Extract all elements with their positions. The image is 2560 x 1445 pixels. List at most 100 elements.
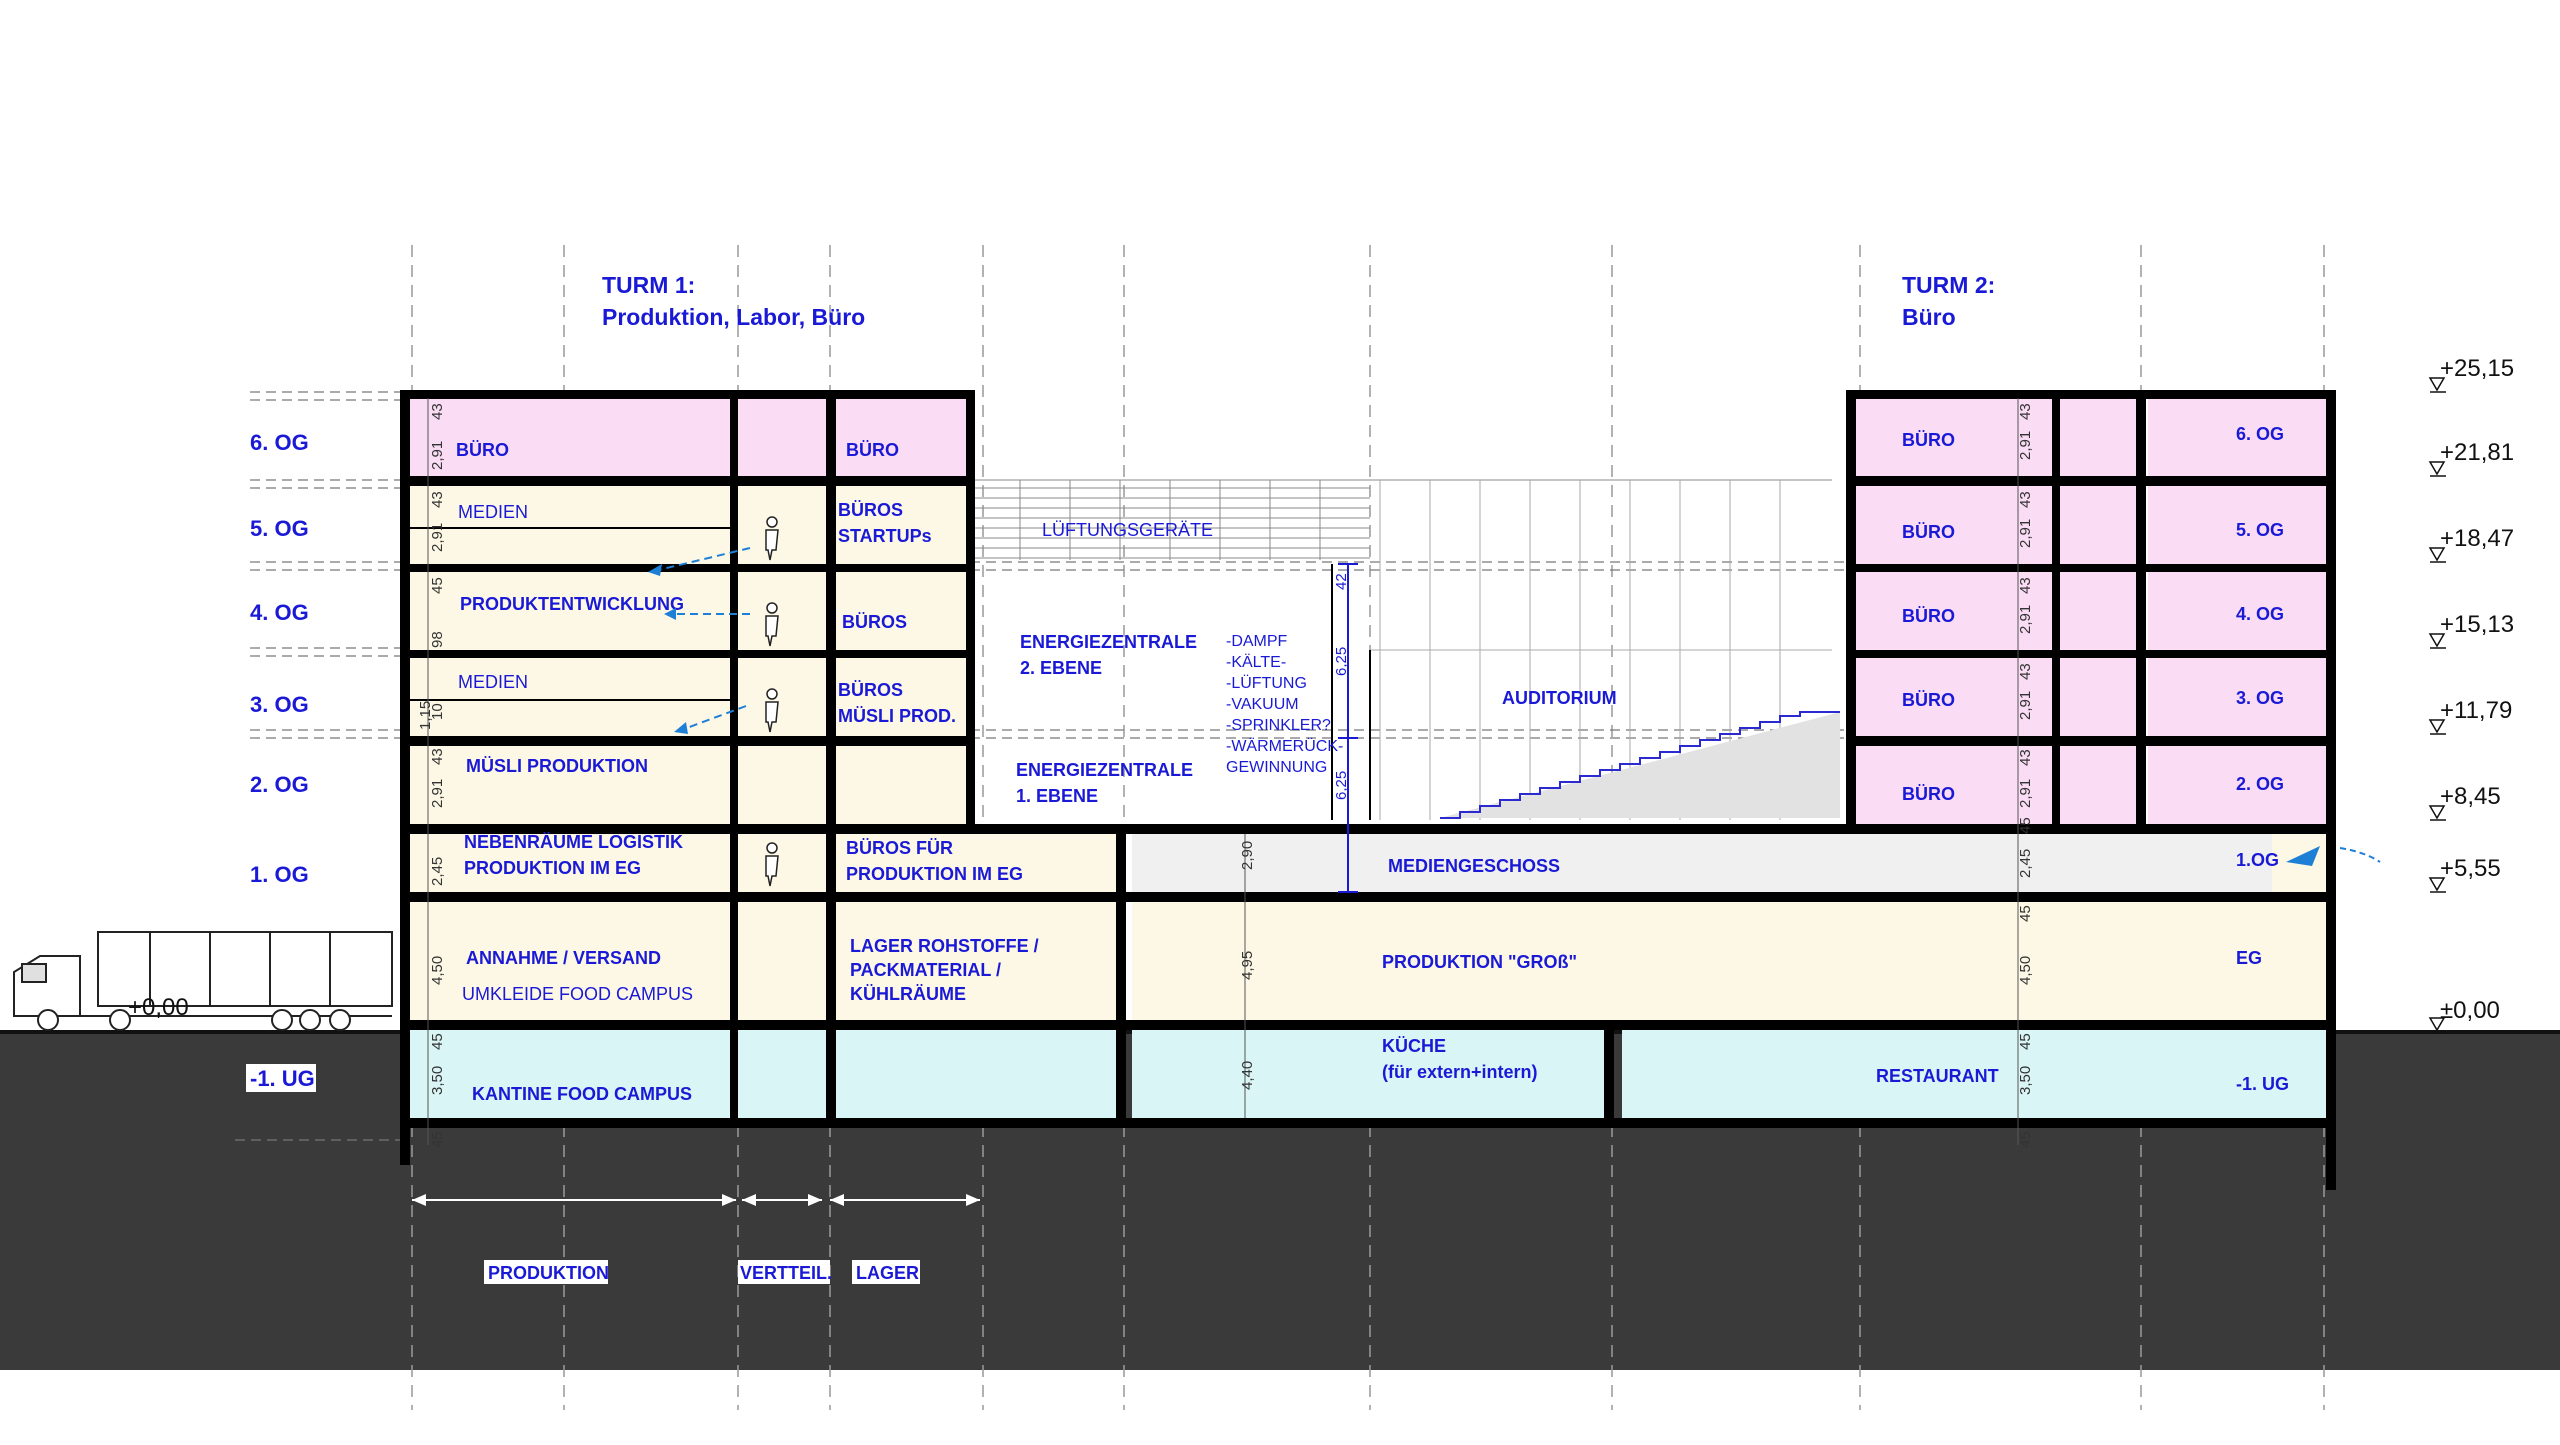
dimension-lines <box>427 398 2019 1145</box>
dim-label: 2,91 <box>2017 431 2034 460</box>
auditorium-hatch <box>1370 480 1832 820</box>
energy-item: -DAMPF <box>1226 633 1288 650</box>
dim-label: 2,91 <box>2017 519 2034 548</box>
room-label: UMKLEIDE FOOD CAMPUS <box>462 984 693 1004</box>
dimension-labels: 43 2,91 43 2,91 45 98 1,15 10 43 2,91 2,… <box>417 403 2034 1148</box>
floor-label: -1. UG <box>250 1066 315 1091</box>
room-label: PRODUKTION IM EG <box>846 864 1023 884</box>
room-label: BÜRO <box>456 440 509 460</box>
room-label: PRODUKTION IM EG <box>464 858 641 878</box>
dim-label: 43 <box>429 403 446 420</box>
floor-label: 1.OG <box>2236 850 2279 870</box>
room-label: ANNAHME / VERSAND <box>466 948 661 968</box>
circulation-arrows <box>649 547 751 733</box>
floor-label: 5. OG <box>2236 520 2284 540</box>
dim-label: 1,15 <box>417 701 434 730</box>
dim-label: 2,91 <box>2017 691 2034 720</box>
base-floor-fills <box>410 834 2332 1118</box>
dim-label: 4,50 <box>2017 956 2034 985</box>
dim-label: 4,40 <box>1239 1061 1256 1090</box>
dim-label: 45 <box>429 1131 446 1148</box>
dim-label: 2,91 <box>429 779 446 808</box>
level-label: +25,15 <box>2440 355 2514 382</box>
dim-label: 45 <box>429 1033 446 1050</box>
room-label: (für extern+intern) <box>1382 1062 1538 1082</box>
dim-label: 2,91 <box>429 441 446 470</box>
room-label: MÜSLI PROD. <box>838 706 956 726</box>
dim-label: 4,95 <box>1239 951 1256 980</box>
dim-label: 45 <box>2017 905 2034 922</box>
room-label: LÜFTUNGSGERÄTE <box>1042 520 1213 540</box>
dim-label: 43 <box>2017 749 2034 766</box>
dim-label: 43 <box>2017 403 2034 420</box>
structure-walls <box>400 390 2336 1190</box>
room-label: LAGER ROHSTOFFE / <box>850 936 1039 956</box>
level-reference-lines <box>235 391 1850 1141</box>
floor-label: 3. OG <box>2236 688 2284 708</box>
person-icon <box>765 516 779 561</box>
arrow-head-icons <box>648 564 2320 866</box>
dim-label: 2,45 <box>429 857 446 886</box>
dim-label: 42 <box>1333 573 1350 590</box>
room-label: 1. EBENE <box>1016 786 1098 806</box>
room-label: KÜCHE <box>1382 1036 1446 1056</box>
room-label: PRODUKTENTWICKLUNG <box>460 594 684 614</box>
span-label-lager: LAGER <box>856 1263 919 1283</box>
room-label: PACKMATERIAL / <box>850 960 1001 980</box>
floor-label: 5. OG <box>250 516 309 541</box>
floor-label: 6. OG <box>250 430 309 455</box>
energy-item: -WÄRMERÜCK- <box>1226 737 1343 755</box>
room-label: BÜROS <box>838 500 903 520</box>
room-label: AUDITORIUM <box>1502 688 1617 708</box>
floor-label: 4. OG <box>2236 604 2284 624</box>
level-label: +18,47 <box>2440 525 2514 552</box>
room-label: STARTUPs <box>838 526 932 546</box>
floor-label: 1. OG <box>250 862 309 887</box>
room-label: NEBENRÄUME LOGISTIK <box>464 832 683 852</box>
room-label: BÜRO <box>1902 606 1955 626</box>
level-label: +15,13 <box>2440 611 2514 638</box>
floor-label: 2. OG <box>2236 774 2284 794</box>
dim-label: 3,50 <box>2017 1066 2034 1095</box>
person-icons <box>765 516 779 887</box>
room-label: BÜRO <box>1902 784 1955 804</box>
tower2-rooms <box>1856 398 2326 824</box>
dim-label: 45 <box>2017 817 2034 834</box>
room-label: BÜRO <box>1902 522 1955 542</box>
room-label: RESTAURANT <box>1876 1066 1999 1086</box>
dim-label: 6,25 <box>1333 771 1350 800</box>
room-label: MEDIEN <box>458 672 528 692</box>
room-label: MEDIENGESCHOSS <box>1388 856 1560 876</box>
level-label: ±0,00 <box>2440 997 2500 1024</box>
span-label-verteil: VERTTEIL. <box>740 1263 832 1283</box>
dim-label: 4,50 <box>429 956 446 985</box>
dim-label: 45 <box>2017 1131 2034 1148</box>
room-label: BÜRO <box>846 440 899 460</box>
dim-label: 45 <box>2017 1033 2034 1050</box>
energy-item: -SPRINKLER? <box>1226 717 1331 734</box>
room-label: MÜSLI PRODUKTION <box>466 756 648 776</box>
floor-labels-left: 6. OG 5. OG 4. OG 3. OG 2. OG 1. OG EG <box>250 430 309 991</box>
person-icon <box>765 842 779 887</box>
level-dimension-blue <box>1338 563 1358 893</box>
energy-item: GEWINNUNG <box>1226 759 1327 776</box>
dim-label: 43 <box>2017 577 2034 594</box>
room-label: KANTINE FOOD CAMPUS <box>472 1084 692 1104</box>
ug-label-box <box>246 1064 316 1092</box>
level-label: +11,79 <box>2440 697 2512 724</box>
dim-label: 98 <box>429 631 446 648</box>
dim-label: 43 <box>2017 491 2034 508</box>
energy-item: -VAKUUM <box>1226 696 1299 713</box>
room-label: MEDIEN <box>458 502 528 522</box>
tower2-labels: BÜRO BÜRO BÜRO BÜRO BÜRO 6. OG 5. OG 4. … <box>1902 424 2289 1094</box>
level-markers: +25,15 +21,81 +18,47 +15,13 +11,79 +8,45… <box>2440 355 2514 1024</box>
floor-label: -1. UG <box>2236 1074 2289 1094</box>
tower2-title: TURM 2: <box>1902 272 1995 298</box>
room-label: ENERGIEZENTRALE <box>1020 632 1197 652</box>
entrance-curve <box>2339 847 2381 863</box>
room-label: BÜRO <box>1902 430 1955 450</box>
tower2-subtitle: Büro <box>1902 304 1956 330</box>
label-box-verteil <box>738 1260 830 1284</box>
